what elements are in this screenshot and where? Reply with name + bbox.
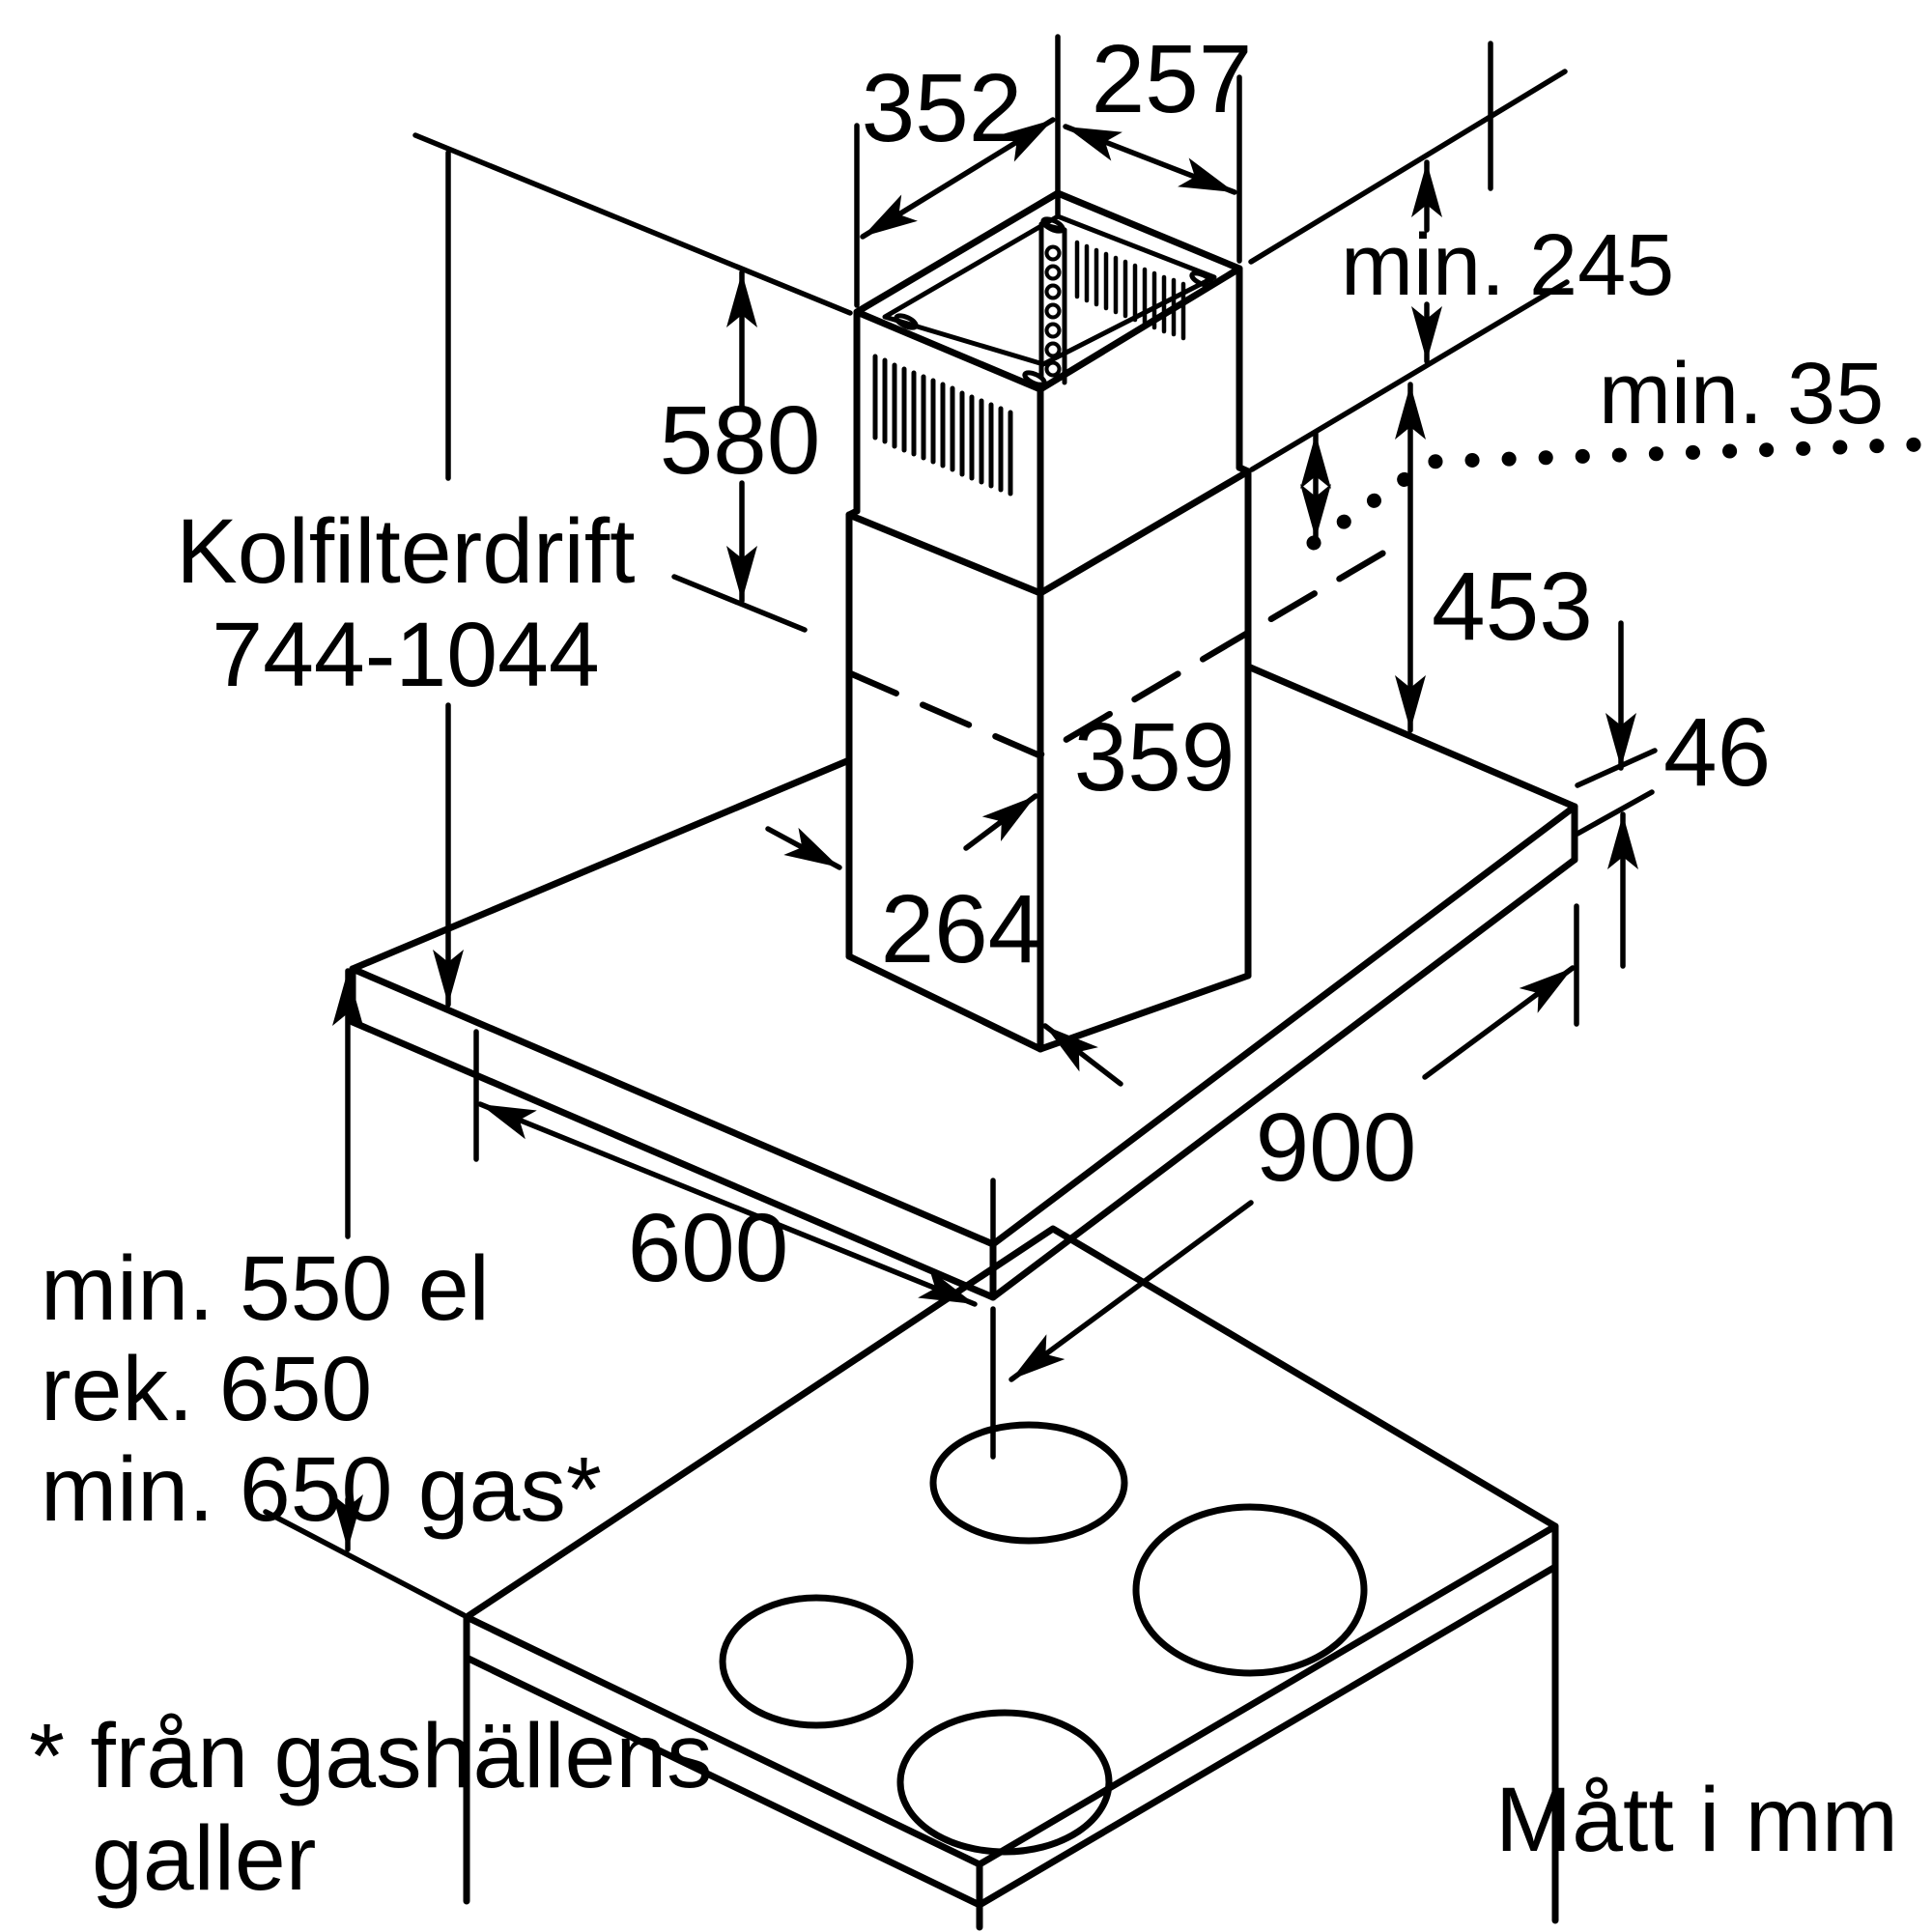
ref-line-rim-left (412, 132, 853, 316)
ref-line-rim-extension (1248, 69, 1568, 265)
burner-left (719, 1594, 914, 1729)
dim-min35-label: min. 35 (1599, 346, 1884, 442)
clearance-label-line1: min. 550 el (41, 1237, 490, 1340)
dim-257-label: 257 (1092, 25, 1253, 133)
dim-600-arrow (477, 1101, 978, 1307)
dim-352-label: 352 (862, 54, 1023, 162)
leader-359-arrow (963, 793, 1038, 851)
inner-vent-slats (1074, 240, 1186, 341)
dim-257-arrow (1063, 124, 1237, 195)
lower-flue-top-edges (845, 468, 1252, 597)
dimension-arrows (332, 117, 1638, 1552)
leader-264-arrow-right (1042, 1023, 1123, 1087)
dim-900-label: 900 (1256, 1094, 1417, 1202)
bracket-holes (1044, 244, 1062, 378)
dotted-ceiling-line (1306, 437, 1930, 551)
dim-359-label: 359 (1074, 703, 1236, 811)
mounting-bracket-rail (1038, 221, 1067, 385)
clearance-label-line2: rek. 650 (41, 1338, 372, 1440)
canopy-top-back-right-edge (1244, 663, 1578, 810)
dim-900-arrow-upper (1422, 965, 1576, 1080)
ext-line-cooktop-left (263, 1509, 467, 1618)
footnote-line2: galler (92, 1807, 316, 1910)
burner-back (929, 1421, 1128, 1545)
dim-600-label: 600 (628, 1194, 789, 1302)
mode-label-line1: Kolfilterdrift (176, 500, 635, 603)
units-note: Mått i mm (1495, 1769, 1898, 1871)
dim-46-label: 46 (1663, 698, 1771, 807)
dim-min245-label: min. 245 (1341, 217, 1674, 314)
dim-580-label: 580 (660, 386, 821, 495)
dim-264-label: 264 (881, 875, 1042, 983)
tick-46-bottom (1575, 789, 1655, 837)
clearance-label-line3: min. 650 gas* (41, 1438, 602, 1541)
lower-flue-section (845, 464, 1403, 1053)
burner-right (1132, 1503, 1368, 1677)
upper-flue-edges (853, 265, 1243, 596)
reference-lines (263, 34, 1930, 1618)
cooktop (463, 1225, 1559, 1931)
burner-front (896, 1709, 1113, 1856)
mode-label-line2: 744-1044 (212, 604, 599, 706)
dim-453-label: 453 (1432, 553, 1593, 661)
tick-46-top (1575, 748, 1658, 788)
dimension-labels: 352 257 min. 245 min. 35 580 Kolfilterdr… (29, 25, 1898, 1910)
footnote-line1: * från gashällens (29, 1705, 713, 1807)
canopy-top-back-left-edge (349, 756, 853, 973)
hidden-mounting-level-dashed (846, 540, 1403, 759)
lower-flue-bottom-edges (845, 952, 1252, 1053)
dim-900-arrow-lower (1009, 1200, 1254, 1382)
ref-line-joint-left (671, 574, 808, 633)
front-vent-grille (872, 354, 1013, 497)
dim-352-arrow (860, 117, 1056, 240)
flue-rim-inner (882, 213, 1217, 367)
leader-264-arrow-left (765, 826, 842, 870)
upper-flue-section (853, 189, 1243, 596)
